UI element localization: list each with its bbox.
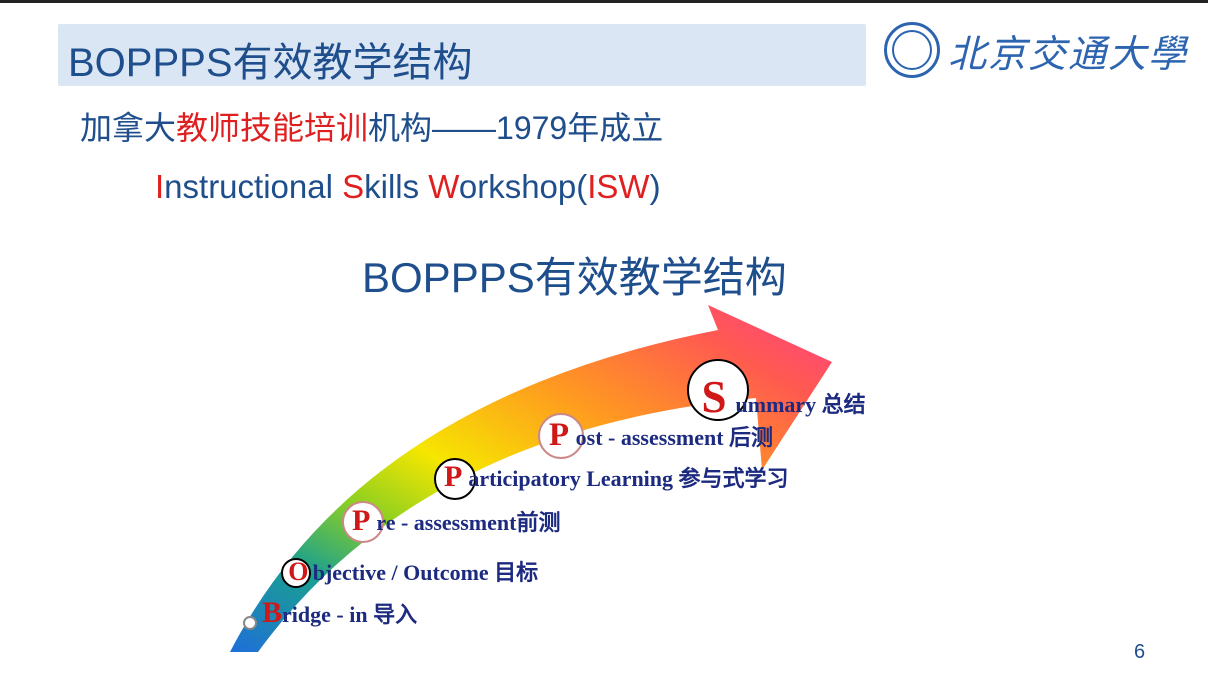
step-text: bjective / Outcome 目标 <box>312 560 539 585</box>
subtitle-line: 加拿大教师技能培训机构——1979年成立 <box>80 103 663 149</box>
isw-segment: S <box>342 168 365 205</box>
step-letter: S <box>701 372 727 423</box>
step-letter: O <box>288 557 309 586</box>
line1-pre: 加拿大 <box>80 110 177 146</box>
arrow-shape <box>230 305 832 652</box>
isw-segment: W <box>428 168 459 205</box>
step-text: articipatory Learning 参与式学习 <box>468 466 789 492</box>
top-border <box>0 0 1208 3</box>
step-circle <box>281 558 311 588</box>
step-letter: P <box>548 417 570 454</box>
step-item: Bridge - in 导入 <box>262 596 417 630</box>
line1-post: 机构——1979年成立 <box>368 110 664 146</box>
step-circle <box>342 501 384 543</box>
isw-segment: ISW <box>587 168 650 205</box>
isw-segment: I <box>155 168 165 205</box>
isw-segment: nstructional <box>164 168 343 205</box>
line1-red: 教师技能培训 <box>176 110 369 146</box>
step-text: re - assessment前测 <box>376 510 561 535</box>
step-circle <box>243 616 257 630</box>
diagram-heading: BOPPPS有效教学结构 <box>362 254 787 301</box>
isw-segment: ) <box>649 168 661 205</box>
university-logo: 北京交通大學 <box>884 22 1188 78</box>
step-text: ummary 总结 <box>735 392 866 418</box>
step-circle <box>687 359 749 421</box>
slide-title: BOPPPS有效教学结构 <box>68 41 473 85</box>
logo-text: 北京交通大學 <box>948 31 1189 76</box>
page-number: 6 <box>1134 641 1146 663</box>
isw-segment: kills <box>364 168 429 205</box>
step-letter: B <box>262 596 283 629</box>
step-letter: P <box>352 504 371 537</box>
step-letter: P <box>444 460 463 494</box>
step-text: ost - assessment 后测 <box>575 425 774 451</box>
title-bar <box>58 24 866 86</box>
isw-segment: orkshop( <box>458 168 588 205</box>
seal-icon <box>884 22 940 78</box>
step-circle <box>538 413 584 459</box>
isw-line: Instructional Skills Workshop(ISW) <box>155 168 661 206</box>
step-text: ridge - in 导入 <box>282 602 418 627</box>
step-circle <box>434 458 476 500</box>
